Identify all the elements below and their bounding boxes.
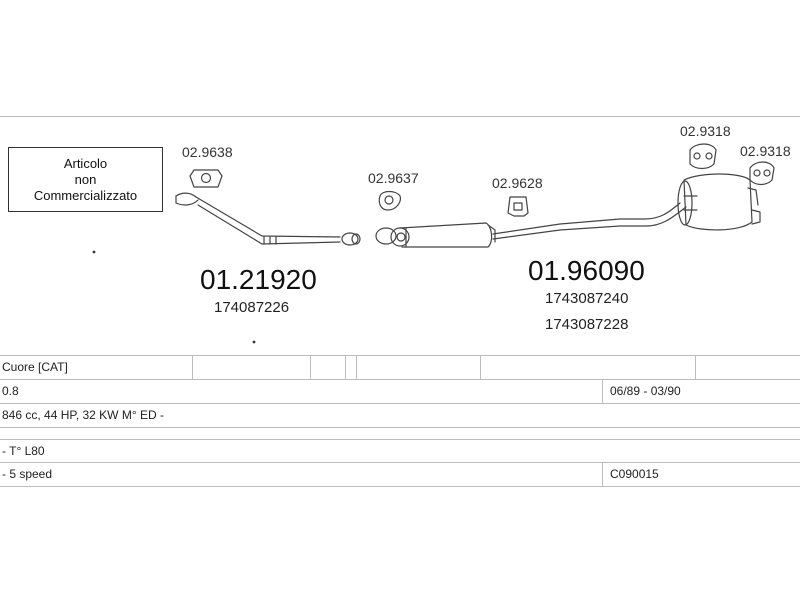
gearbox-cell: - 5 speed (2, 467, 53, 481)
middle-silencer-icon (375, 222, 496, 248)
dot-mark (92, 250, 96, 254)
table-row-gearbox: - 5 speed C090015 (0, 462, 800, 487)
not-commercialized-box: Articolo non Commercializzato (8, 147, 163, 212)
gasket-02-9638-icon (189, 169, 223, 188)
table-row-spec: 846 cc, 44 HP, 32 KW M° ED - (0, 403, 800, 427)
table-row-blank (0, 427, 800, 439)
table-row-engine: 0.8 06/89 - 03/90 (0, 379, 800, 404)
note-line-3: Commercializzato (33, 187, 138, 203)
part-label-02-9628: 02.9628 (492, 175, 543, 191)
table-row-model: Cuore [CAT] (0, 355, 800, 380)
rear-silencer-icon (677, 173, 761, 231)
ref-cell: C090015 (610, 467, 659, 481)
table-row-variant: - T° L80 (0, 439, 800, 463)
gasket-02-9628-icon (507, 196, 529, 217)
rear-oe-1: 1743087240 (545, 290, 629, 307)
exhaust-diagram (92, 143, 775, 344)
spec-cell: 846 cc, 44 HP, 32 KW M° ED - (2, 408, 164, 422)
front-pipe-oe: 174087226 (214, 299, 290, 316)
model-cell: Cuore [CAT] (2, 360, 68, 374)
intermediate-pipe-icon (492, 202, 687, 240)
part-label-02-9638: 02.9638 (182, 144, 233, 160)
engine-cell: 0.8 (2, 384, 19, 398)
rear-oe-2: 1743087228 (545, 316, 629, 333)
gasket-02-9637-icon (378, 190, 401, 211)
years-cell: 06/89 - 03/90 (610, 384, 681, 398)
part-label-02-9318-right: 02.9318 (740, 143, 791, 159)
hanger-02-9318-left-icon (689, 143, 717, 170)
top-border (0, 116, 800, 117)
hanger-02-9318-right-icon (749, 161, 775, 186)
dot-mark (252, 340, 256, 344)
note-line-2: non (74, 171, 97, 187)
table-bottom-border (0, 486, 800, 487)
variant-cell: - T° L80 (2, 444, 45, 458)
front-pipe-code: 01.21920 (200, 264, 317, 295)
front-pipe-icon (175, 192, 361, 246)
rear-code: 01.96090 (528, 255, 645, 286)
note-line-1: Articolo (63, 155, 108, 171)
part-label-02-9318-left: 02.9318 (680, 123, 731, 139)
part-label-02-9637: 02.9637 (368, 170, 419, 186)
